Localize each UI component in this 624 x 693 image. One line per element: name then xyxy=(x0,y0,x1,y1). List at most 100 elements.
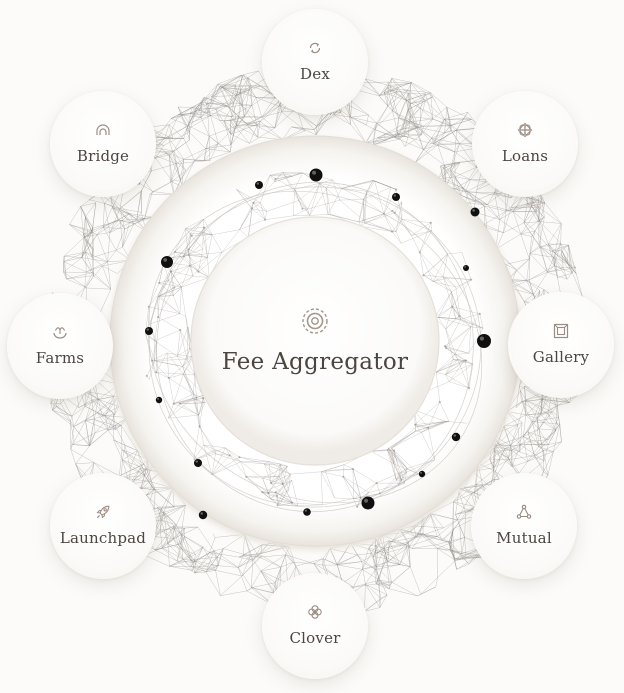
center-title: Fee Aggregator xyxy=(221,349,409,375)
orbit-dots xyxy=(145,168,491,520)
orbit-dot-highlight xyxy=(472,209,475,212)
orbit-dot xyxy=(145,327,153,335)
orbit-dot xyxy=(198,510,208,520)
mesh-node xyxy=(252,201,255,204)
orbit-dot xyxy=(303,508,311,516)
mesh-node xyxy=(400,478,403,482)
mesh-lines xyxy=(145,172,484,507)
mesh-node xyxy=(465,359,468,362)
orbit-dot xyxy=(451,432,461,442)
node-launchpad[interactable]: Launchpad xyxy=(50,473,156,579)
mesh-node xyxy=(179,328,182,332)
mesh-node xyxy=(427,426,430,429)
frame-icon xyxy=(553,323,569,338)
mesh-node xyxy=(202,397,205,400)
mesh-node xyxy=(375,482,378,485)
mesh-node xyxy=(173,286,176,289)
orbit-dot-highlight xyxy=(464,266,466,268)
mesh-node xyxy=(269,482,273,485)
mesh-node xyxy=(391,230,394,233)
node-dex[interactable]: Dex xyxy=(262,9,368,115)
mesh-node xyxy=(414,423,417,426)
mesh-node xyxy=(291,501,294,504)
node-label-launchpad: Launchpad xyxy=(59,528,147,547)
mesh-node xyxy=(188,264,191,267)
orbit-dot xyxy=(161,256,173,268)
mesh-node xyxy=(274,178,277,181)
mesh-node xyxy=(145,374,148,377)
clover-icon xyxy=(308,604,322,619)
mesh-node xyxy=(301,207,304,210)
mesh-node xyxy=(245,475,248,478)
orbit-dot xyxy=(155,396,163,404)
node-loans[interactable]: Loans xyxy=(472,91,578,197)
mesh-node xyxy=(393,449,396,452)
orbit-dot xyxy=(361,496,375,510)
node-gallery[interactable]: Gallery xyxy=(508,292,614,398)
rocket-icon xyxy=(96,505,110,518)
target-rings-icon xyxy=(302,308,328,334)
mesh-node xyxy=(443,345,447,348)
mesh-node xyxy=(147,305,150,308)
orbit-dot-highlight xyxy=(304,509,307,512)
mesh-node xyxy=(267,491,270,495)
orbit-dot-highlight xyxy=(195,460,198,463)
mesh-node xyxy=(228,454,231,457)
orbit-dot xyxy=(255,181,263,189)
mesh-node xyxy=(467,387,471,390)
mesh-node xyxy=(275,494,278,497)
inner-disc xyxy=(190,216,440,466)
mesh-node xyxy=(158,281,161,284)
mesh-node xyxy=(342,475,345,478)
lattice-icon xyxy=(517,122,533,137)
mesh-node xyxy=(167,376,170,380)
node-clover[interactable]: Clover xyxy=(262,573,368,679)
mesh-node xyxy=(264,218,267,221)
node-label-mutual: Mutual xyxy=(496,528,552,547)
mesh-node xyxy=(157,316,160,319)
mesh-node xyxy=(173,250,177,253)
node-label-dex: Dex xyxy=(300,64,330,83)
orbit-dot xyxy=(392,193,400,201)
node-label-gallery: Gallery xyxy=(532,347,590,366)
mesh-node xyxy=(195,396,198,399)
orbit-dot-highlight xyxy=(393,194,396,197)
mesh-node xyxy=(478,312,481,315)
orbit-dot-highlight xyxy=(256,182,259,185)
orbit-dot-highlight xyxy=(479,336,484,341)
orbit-dot-highlight xyxy=(312,170,316,175)
triangle-nodes-icon xyxy=(516,504,532,519)
mesh-node xyxy=(451,305,454,308)
orbit-dot-highlight xyxy=(420,471,423,474)
mesh-node xyxy=(281,482,284,486)
bridge-arch-icon xyxy=(96,123,110,135)
sprout-icon xyxy=(53,326,67,339)
orbit-dot xyxy=(309,168,323,182)
node-bridge[interactable]: Bridge xyxy=(50,91,156,197)
mesh-node xyxy=(178,402,181,405)
orbit-dot-highlight xyxy=(200,512,204,515)
mesh-node xyxy=(190,234,193,237)
mesh-node xyxy=(198,425,201,428)
swap-arrows-icon xyxy=(309,42,321,53)
mesh-node xyxy=(422,274,425,277)
orbit-dot xyxy=(470,207,480,217)
orbit-dot-highlight xyxy=(146,328,149,331)
orbit-dot-highlight xyxy=(453,434,456,437)
mesh-node xyxy=(197,270,200,273)
mesh-node xyxy=(418,251,421,254)
mesh-node xyxy=(155,371,158,374)
orbit-dot xyxy=(463,265,469,271)
mesh-node xyxy=(356,505,359,508)
fee-aggregator-hub[interactable]: Fee Aggregator xyxy=(185,211,445,471)
orbit-dot xyxy=(477,334,491,348)
mesh-node xyxy=(470,278,473,281)
mesh-node xyxy=(351,467,354,471)
node-mutual[interactable]: Mutual xyxy=(471,473,577,579)
node-farms[interactable]: Farms xyxy=(7,293,113,399)
orbit-dot-highlight xyxy=(157,397,159,400)
mesh-node xyxy=(172,402,175,405)
node-label-bridge: Bridge xyxy=(76,146,130,165)
